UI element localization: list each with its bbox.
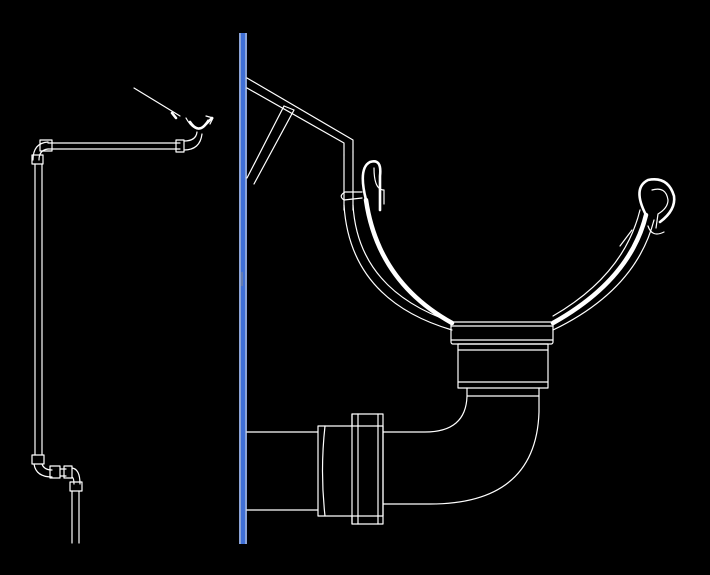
gutter-bracket xyxy=(246,77,354,211)
mini-vertical-pipe xyxy=(34,163,43,456)
wall-fill xyxy=(239,33,247,544)
wall-section xyxy=(239,33,247,544)
downpipe-run-overview xyxy=(31,87,214,544)
pipe-coupling xyxy=(317,413,384,525)
gutter-outlet xyxy=(450,321,554,389)
mini-top-pipe xyxy=(47,131,203,153)
mini-outlet-pipe xyxy=(71,490,80,544)
mini-top-elbow xyxy=(31,139,53,165)
horizontal-pipe xyxy=(246,431,319,511)
mini-gutter-profile xyxy=(185,115,214,130)
outlet-bend xyxy=(382,387,540,505)
mini-bottom-elbow xyxy=(31,454,83,492)
half-round-gutter xyxy=(340,160,676,331)
leader-line xyxy=(133,87,181,117)
